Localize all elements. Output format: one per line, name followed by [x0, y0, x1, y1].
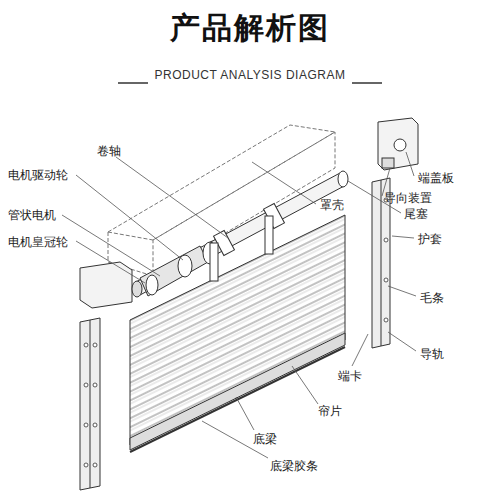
screw — [384, 238, 388, 242]
screw — [93, 383, 97, 387]
part-label: 罩壳 — [320, 197, 344, 214]
part-label: 导向装置 — [384, 190, 432, 207]
part-label: 电机皇冠轮 — [8, 234, 68, 251]
screw — [384, 318, 388, 322]
part-label: 端盖板 — [418, 170, 454, 187]
screw — [84, 343, 88, 347]
screw — [84, 383, 88, 387]
part-label: 护套 — [418, 231, 442, 248]
part-label: 电机驱动轮 — [8, 167, 68, 184]
part-label: 尾塞 — [404, 206, 428, 223]
part-label: 管状电机 — [8, 207, 56, 224]
part-label: 卷轴 — [97, 143, 121, 160]
screw — [93, 463, 97, 467]
part-label: 底梁胶条 — [270, 458, 318, 475]
screw — [84, 423, 88, 427]
screw — [93, 343, 97, 347]
part-label: 端卡 — [338, 368, 362, 385]
screw — [93, 423, 97, 427]
screw — [84, 463, 88, 467]
diagram-title: 产品解析图 — [170, 8, 330, 49]
subtitle: PRODUCT ANALYSIS DIAGRAM — [155, 68, 346, 82]
part-label: 底梁 — [253, 431, 277, 448]
part-label: 导轨 — [420, 346, 444, 363]
part-label: 帘片 — [318, 403, 342, 420]
screw — [384, 278, 388, 282]
part-label: 毛条 — [420, 290, 444, 307]
